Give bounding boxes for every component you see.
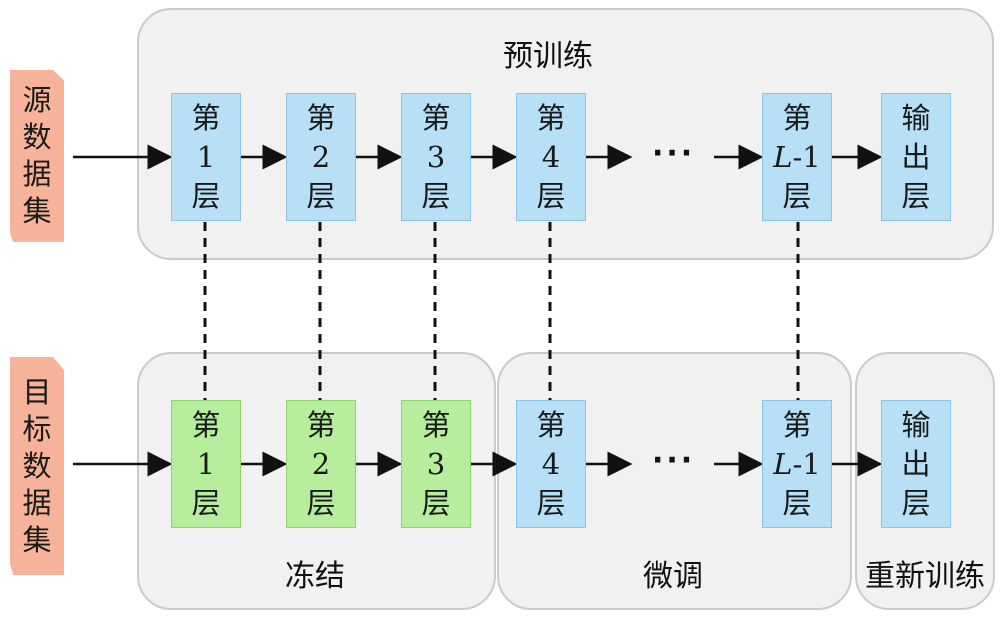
- retrain-label: 重新训练: [865, 559, 985, 594]
- frozen-label: 冻结: [285, 559, 345, 594]
- pretrain-layer-3: 第 3 层: [401, 93, 471, 221]
- target-layer-L-minus-1: 第 L-1 层: [762, 400, 832, 528]
- target-layer-1-frozen: 第 1 层: [171, 400, 241, 528]
- target-layer-2-frozen: 第 2 层: [286, 400, 356, 528]
- finetune-label: 微调: [643, 559, 703, 594]
- pretrain-layer-4: 第 4 层: [516, 93, 586, 221]
- pretrain-output-layer: 输 出 层: [881, 93, 951, 221]
- pretrain-layer-1: 第 1 层: [171, 93, 241, 221]
- target-layer-4: 第 4 层: [516, 400, 586, 528]
- pretrain-ellipsis: ···: [652, 136, 696, 171]
- target-layer-3-frozen: 第 3 层: [401, 400, 471, 528]
- source-dataset-label: 源 数 据 集: [10, 70, 64, 242]
- target-dataset-label: 目 标 数 据 集: [10, 357, 64, 575]
- target-ellipsis: ···: [652, 443, 696, 478]
- pretrain-layer-2: 第 2 层: [286, 93, 356, 221]
- pretraining-title: 预训练: [503, 39, 593, 74]
- target-output-layer: 输 出 层: [881, 400, 951, 528]
- pretrain-layer-L-minus-1: 第 L-1 层: [762, 93, 832, 221]
